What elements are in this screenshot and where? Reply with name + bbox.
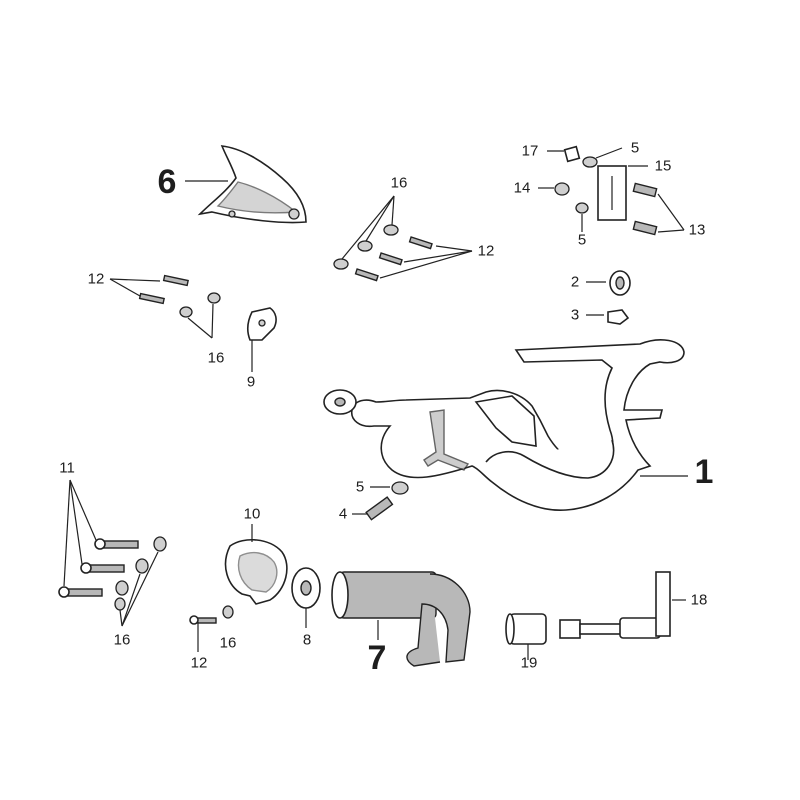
callout-15: 15 xyxy=(654,157,672,175)
callout-7: 7 xyxy=(367,639,387,677)
callout-11: 11 xyxy=(59,459,75,477)
flange-gasket-drawing xyxy=(291,567,321,628)
callout-4: 4 xyxy=(338,505,348,523)
callout-6: 6 xyxy=(157,163,177,201)
callout-18: 18 xyxy=(690,591,708,609)
callout-5-bracket: 5 xyxy=(577,231,587,249)
callout-17: 17 xyxy=(521,142,539,160)
callout-16-top: 16 xyxy=(390,174,408,192)
top-fastener-group xyxy=(333,195,473,282)
callout-13: 13 xyxy=(688,221,706,239)
clamp-drawing xyxy=(224,524,288,605)
callout-16-bottom-left: 16 xyxy=(113,631,131,649)
muffler-cover-drawing xyxy=(331,571,471,667)
gasket-nut-group xyxy=(586,270,631,325)
callout-16-bottom: 16 xyxy=(219,634,237,652)
callout-14: 14 xyxy=(513,179,531,197)
callout-16-left: 16 xyxy=(207,349,225,367)
bottom-screw-group xyxy=(189,605,234,652)
callout-1: 1 xyxy=(694,453,714,491)
callout-8: 8 xyxy=(302,631,312,649)
callout-10: 10 xyxy=(243,505,261,523)
left-fastener-group xyxy=(109,274,221,339)
callout-5-main: 5 xyxy=(355,478,365,496)
callout-2: 2 xyxy=(570,273,580,291)
callout-19: 19 xyxy=(520,654,538,672)
callout-5-top: 5 xyxy=(630,139,640,157)
mounting-bracket-group xyxy=(538,145,685,236)
bracket-plate-drawing xyxy=(247,307,277,372)
callout-9: 9 xyxy=(246,373,256,391)
callout-12-bottom: 12 xyxy=(190,654,208,672)
callout-12-left: 12 xyxy=(87,270,105,288)
sensor-group xyxy=(505,571,686,660)
long-bolt-group xyxy=(58,479,167,627)
muffler-fastener-group xyxy=(352,481,409,521)
callout-3: 3 xyxy=(570,306,580,324)
callout-12-top: 12 xyxy=(477,242,495,260)
heat-shield-drawing xyxy=(197,145,307,224)
exhaust-muffler-drawing xyxy=(323,339,685,511)
